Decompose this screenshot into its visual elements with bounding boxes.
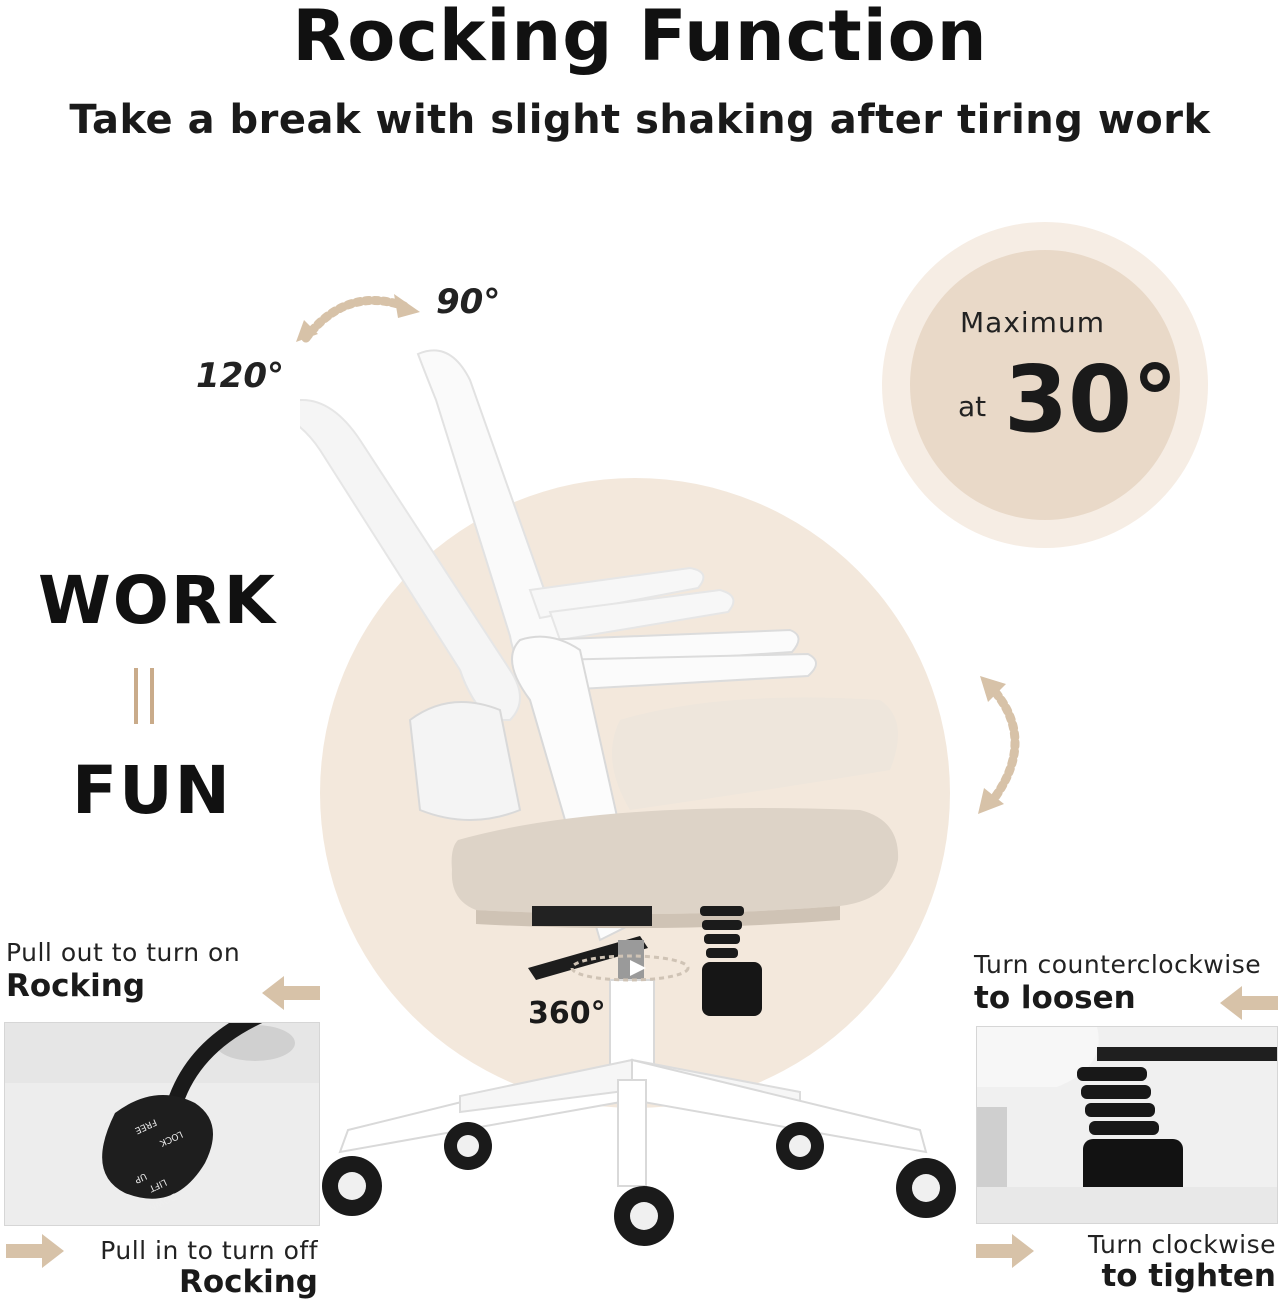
motto-fun: FUN <box>72 752 232 829</box>
angle-label-upright: 90° <box>436 282 501 322</box>
angle-label-recline: 120° <box>196 356 284 396</box>
lever-closeup-photo: FREE LOCK UP LIFT DOWN <box>4 1022 320 1226</box>
left-arrow-icon <box>1220 986 1278 1020</box>
left-caption-bottom-small: Pull in to turn off <box>100 1236 318 1265</box>
left-arrow-icon <box>262 976 320 1010</box>
right-arrow-icon <box>6 1234 64 1268</box>
badge-value: 30° <box>1004 346 1179 453</box>
right-caption-bottom-small: Turn clockwise <box>1088 1230 1276 1259</box>
angle-label-swivel: 360° <box>528 996 606 1031</box>
left-caption-top-small: Pull out to turn on <box>6 938 241 967</box>
right-caption-bottom-strong: to tighten <box>1101 1258 1276 1294</box>
divider <box>134 668 138 724</box>
office-chair-illustration <box>300 349 956 1246</box>
page-title: Rocking Function <box>292 0 988 77</box>
max-angle-badge-inner <box>910 250 1180 520</box>
divider <box>150 668 154 724</box>
page-subtitle: Take a break with slight shaking after t… <box>69 97 1211 143</box>
right-arrow-icon <box>976 1234 1034 1268</box>
left-caption-bottom-strong: Rocking <box>178 1264 318 1300</box>
lever-marking-up: UP <box>132 1170 148 1184</box>
curved-arrow-icon <box>978 676 1020 814</box>
left-caption-top-strong: Rocking <box>6 968 146 1004</box>
curved-arrow-icon <box>296 294 420 343</box>
badge-label: Maximum <box>960 306 1105 339</box>
right-caption-top-small: Turn counterclockwise <box>974 950 1262 979</box>
motto-work: WORK <box>38 562 277 639</box>
badge-at: at <box>958 390 987 423</box>
spring-knob-closeup-photo <box>976 1026 1278 1224</box>
right-caption-top-strong: to loosen <box>974 980 1136 1016</box>
